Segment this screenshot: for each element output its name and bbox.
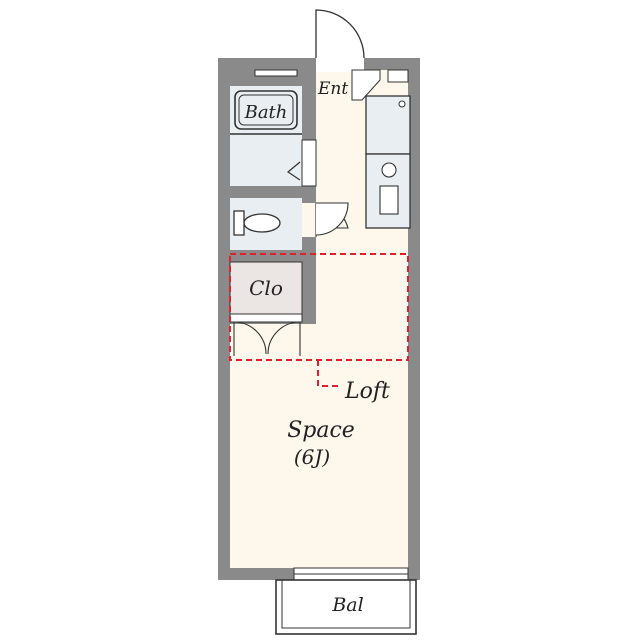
bath-vanity-strip xyxy=(301,139,317,187)
balcony-area xyxy=(275,579,417,635)
label-loft: Loft xyxy=(344,379,390,404)
loft-leader xyxy=(317,360,342,387)
toilet-tank xyxy=(233,210,245,236)
shoe-box xyxy=(387,69,409,83)
closet-rail xyxy=(229,313,303,323)
stove-burner xyxy=(381,162,397,178)
bath-door-mark xyxy=(286,161,301,181)
closet-door-left xyxy=(233,321,267,356)
balcony-inner xyxy=(281,579,411,629)
label-closet: Clo xyxy=(249,276,283,300)
label-balcony: Bal xyxy=(331,594,363,616)
label-bath: Bath xyxy=(244,102,288,123)
sink-drain xyxy=(398,100,406,108)
label-space-size: (6J) xyxy=(294,445,330,469)
vent-mark xyxy=(254,69,298,77)
label-space-name: Space xyxy=(287,418,355,443)
bathtub xyxy=(234,90,298,130)
entrance-opening xyxy=(316,58,364,72)
toilet-door-arc xyxy=(315,202,349,236)
entrance-door xyxy=(315,9,365,59)
toilet-bowl xyxy=(243,213,281,233)
bathtub-inner xyxy=(238,94,294,126)
entrance-step xyxy=(351,69,381,101)
stove-panel xyxy=(379,185,399,215)
label-entrance: Ent xyxy=(317,79,348,99)
closet-door-right xyxy=(267,321,301,356)
closet-room xyxy=(229,261,303,315)
toilet-door-gap xyxy=(302,203,316,237)
